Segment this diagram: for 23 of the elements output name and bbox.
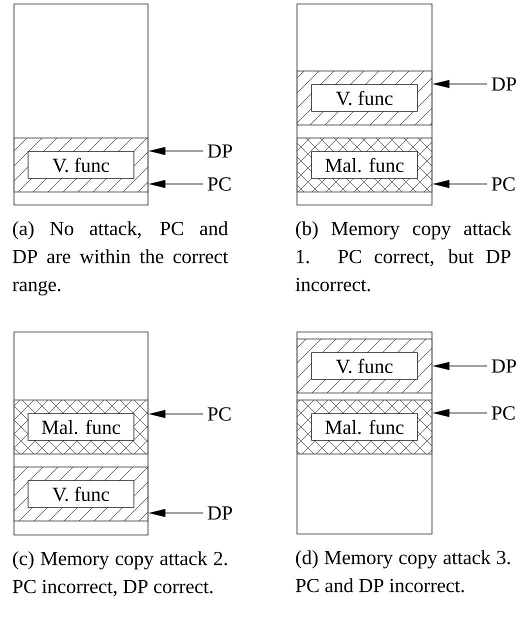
memory-column xyxy=(14,332,148,536)
pointer-label: PC xyxy=(208,407,231,421)
pointer-label: PC xyxy=(492,177,515,191)
memory-region: V. func xyxy=(14,138,148,192)
memory-region: Mal. func xyxy=(14,400,148,454)
caption: (c) Memory copy attack 2. PC incorrect, DP correct. xyxy=(12,551,227,596)
pointer-label: DP xyxy=(208,506,232,520)
caption: (d) Memory copy attack 3. PC and DP incorrect. xyxy=(296,550,510,592)
memory-region: Mal. func xyxy=(296,138,432,192)
pointer-label: DP xyxy=(208,144,232,158)
pointer-label: PC xyxy=(208,177,231,191)
pointer-label: DP xyxy=(492,77,516,91)
caption: (b) Memory copy attack 1. PC correct, but DP incorrect. xyxy=(296,221,512,292)
memory-region: V. func xyxy=(14,466,148,522)
memory-region: V. func xyxy=(296,338,432,394)
memory-column xyxy=(296,332,432,534)
caption: (a) No attack, PC and DP are within the correct range. xyxy=(12,221,228,296)
memory-region: Mal. func xyxy=(296,400,432,454)
pointer-label: PC xyxy=(492,406,515,420)
pointer-label: DP xyxy=(492,359,516,373)
memory-column xyxy=(296,4,432,206)
memory-column xyxy=(14,4,148,206)
memory-region: V. func xyxy=(296,70,432,126)
